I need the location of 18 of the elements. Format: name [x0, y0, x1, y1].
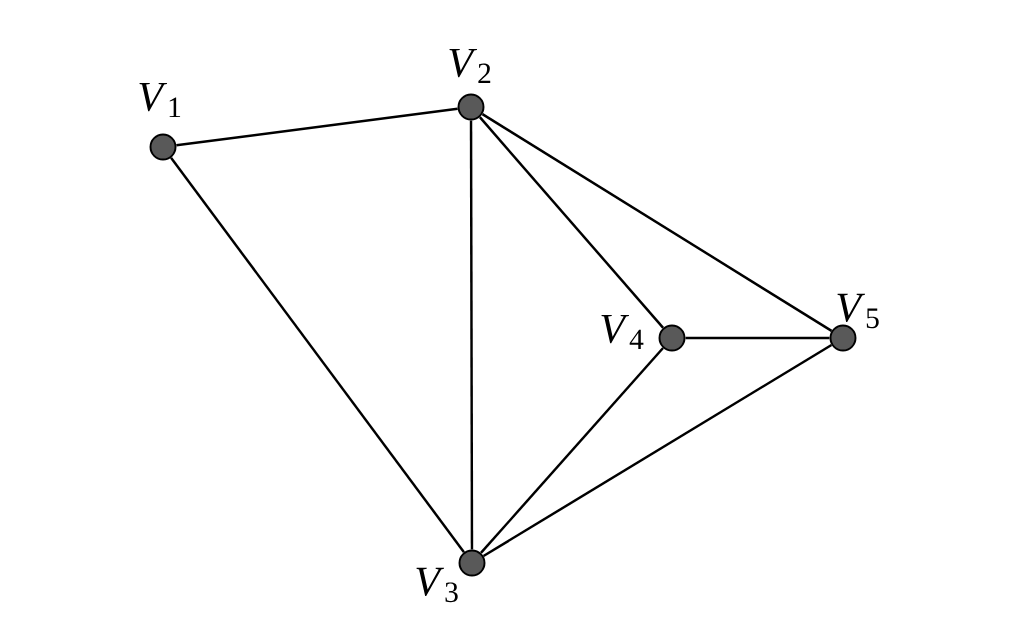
vertex-label: V$_{1}$ [139, 82, 181, 118]
edge-line [170, 157, 465, 553]
vertex-label: V$_{4}$ [601, 314, 644, 350]
vertex-dot [658, 324, 686, 352]
edge-line [482, 343, 833, 558]
edge-line [478, 116, 665, 329]
edge-line [481, 113, 833, 332]
edge-line [480, 347, 664, 554]
vertex-dot [458, 549, 486, 577]
vertex-dot [149, 133, 177, 161]
vertex-label: V$_{5}$ [837, 293, 879, 329]
vertex-dot [829, 324, 857, 352]
vertex-dot [457, 93, 485, 121]
edge-line [469, 120, 474, 550]
edge-line [176, 107, 458, 147]
vertex-label: V$_{3}$ [416, 567, 458, 603]
edge-line [685, 336, 830, 340]
vertex-label: V$_{2}$ [449, 48, 491, 84]
